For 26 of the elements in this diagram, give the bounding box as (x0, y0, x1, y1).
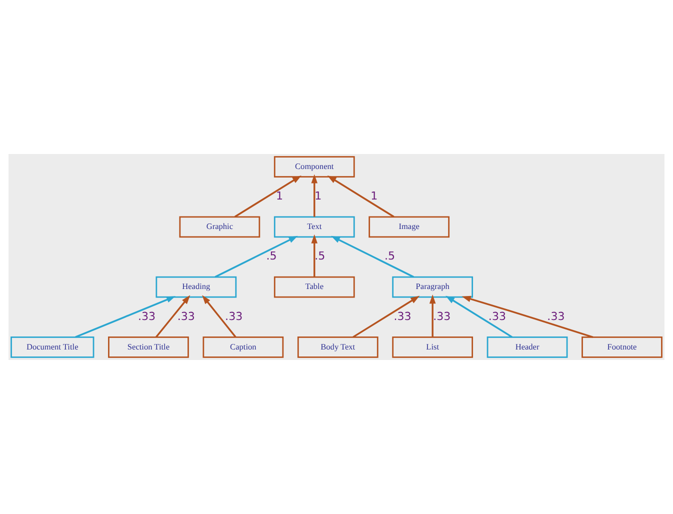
arrow (214, 236, 298, 278)
arrow (462, 296, 594, 338)
edge-label: .5 (314, 250, 326, 263)
edge-label: .33 (488, 310, 506, 323)
edge-label: .5 (266, 250, 277, 263)
edge-label: .33 (138, 310, 156, 323)
arrow (155, 295, 190, 338)
edge-label: .33 (433, 310, 451, 323)
arrow (311, 234, 318, 277)
edge-label: 1 (370, 189, 378, 202)
arrow (202, 295, 236, 338)
edge-label: .33 (177, 310, 195, 323)
arrow (311, 174, 318, 217)
arrow (429, 294, 436, 338)
edge-label: 1 (314, 189, 322, 202)
edge-label: .5 (384, 250, 395, 263)
arrow (446, 296, 513, 338)
arrow (234, 176, 302, 218)
arrow (352, 296, 420, 338)
arrow (330, 236, 414, 278)
arrow (75, 296, 176, 338)
arrow (327, 176, 394, 218)
edge-label: 1 (276, 189, 283, 202)
edge-label: .33 (394, 310, 412, 323)
edge-label: .33 (547, 310, 565, 323)
edge-label: .33 (225, 310, 243, 323)
